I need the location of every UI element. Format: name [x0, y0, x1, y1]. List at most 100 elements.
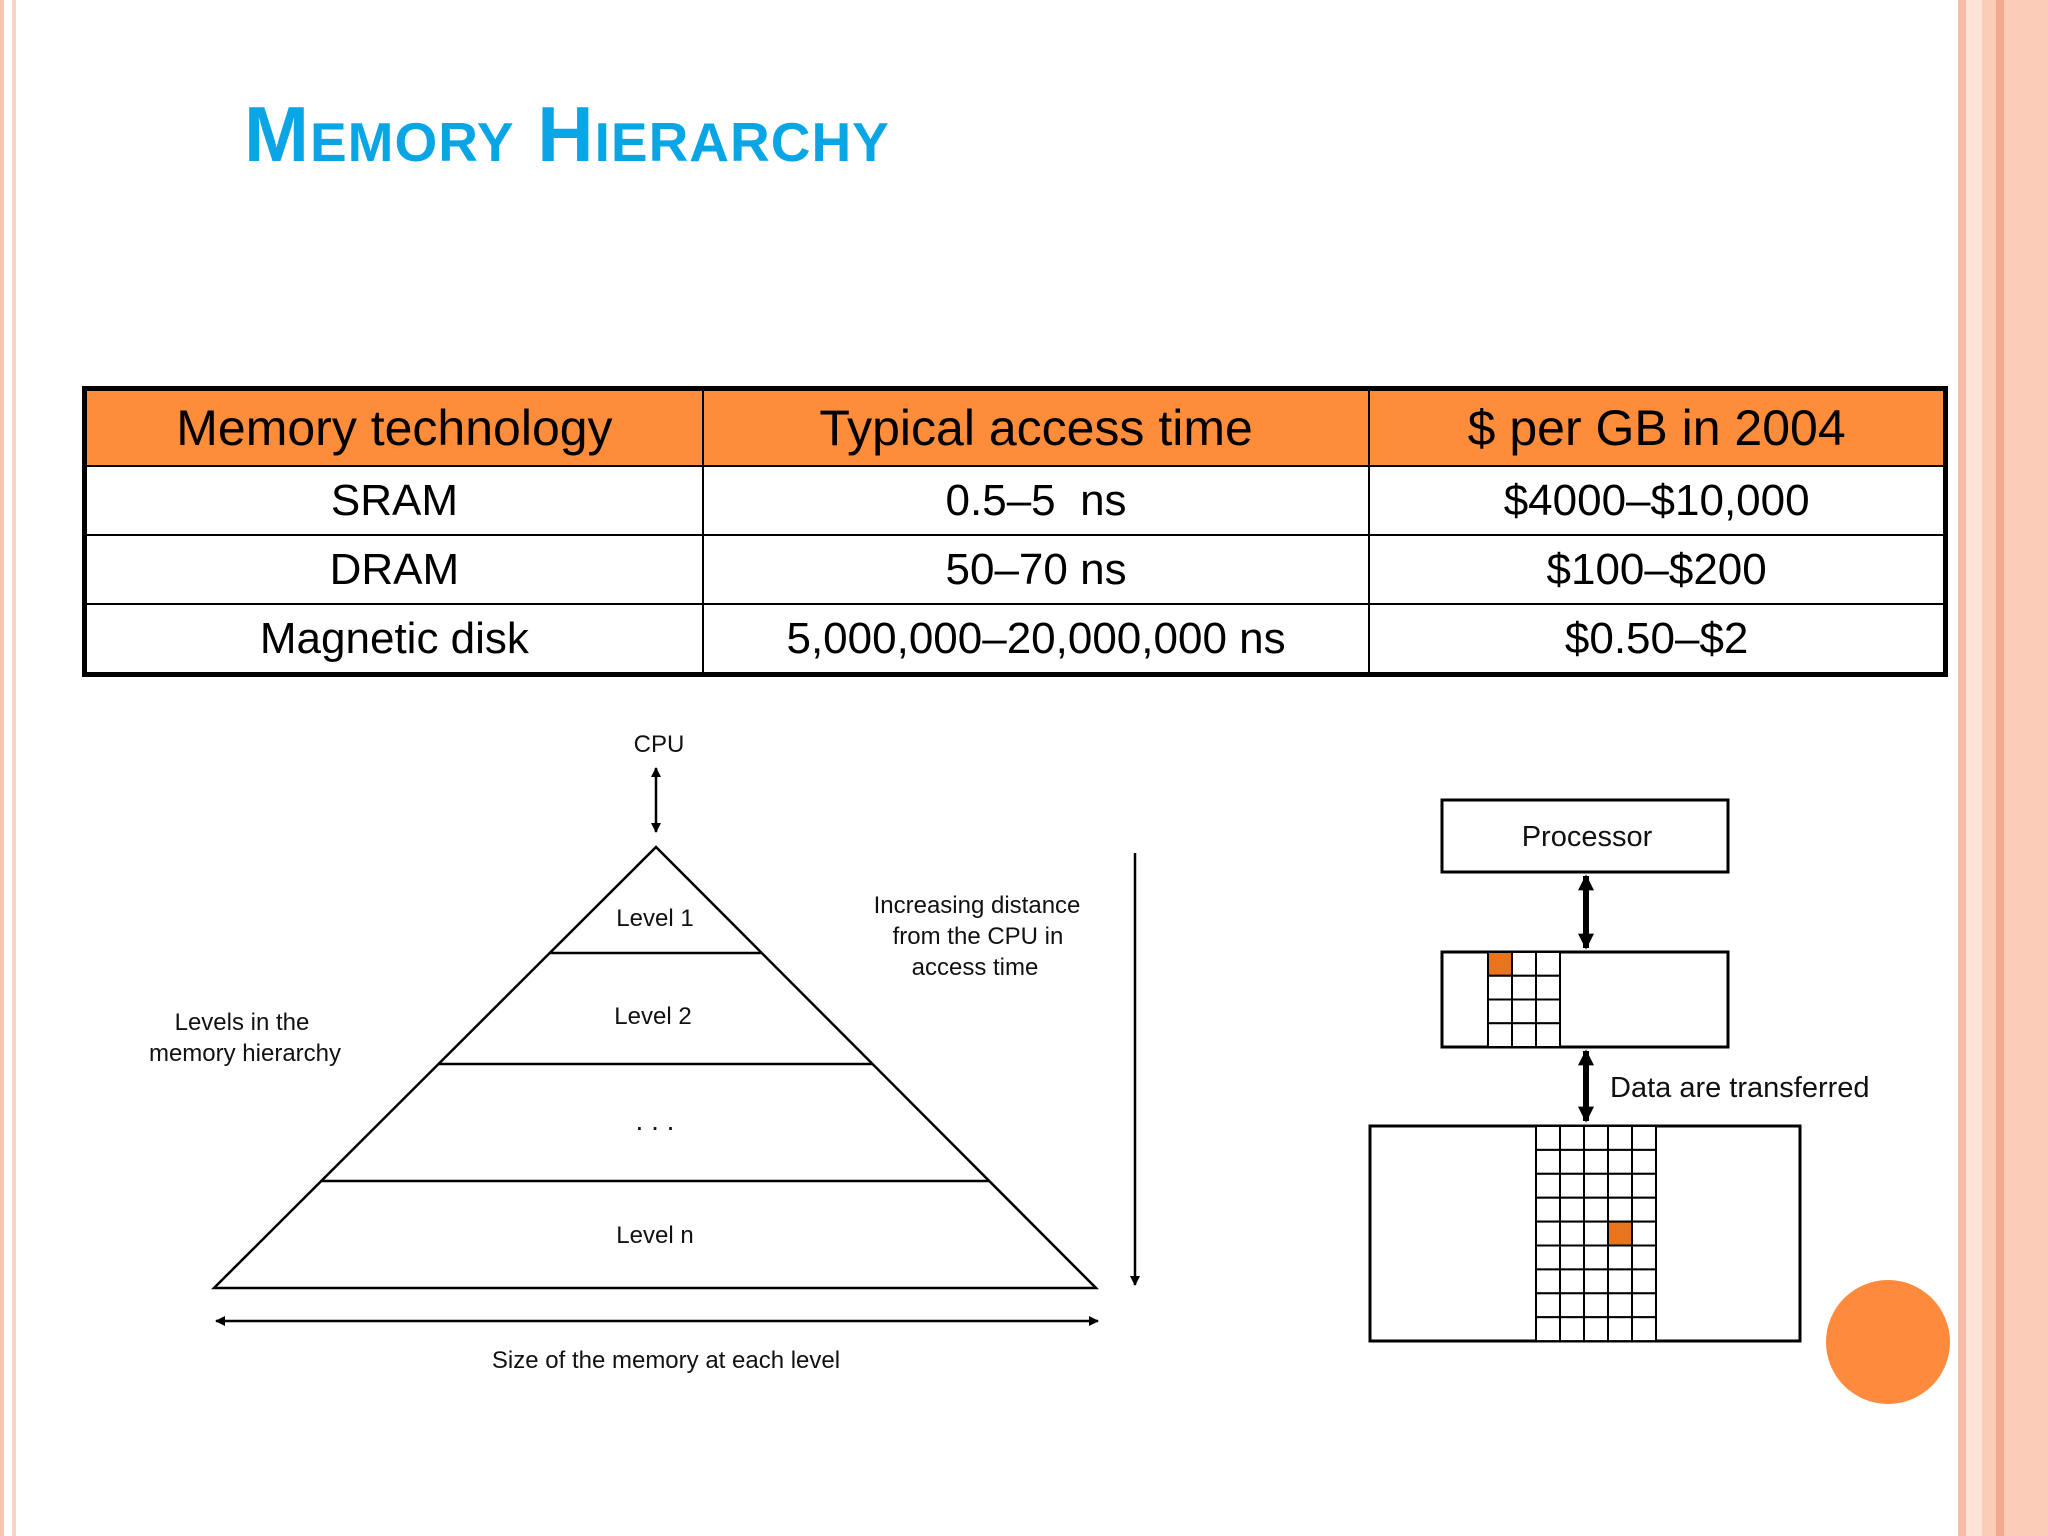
grid-cell [1511, 998, 1537, 1025]
highlighted-cell [1607, 1220, 1633, 1247]
cpu-label: CPU [634, 731, 685, 758]
grid-cell [1631, 1292, 1657, 1319]
grid-cell [1535, 1292, 1561, 1319]
grid-cell [1607, 1244, 1633, 1271]
grid-cell [1535, 1316, 1561, 1343]
grid-cell [1559, 1316, 1585, 1343]
cell-price: $100–$200 [1368, 534, 1947, 605]
grid-cell [1583, 1172, 1609, 1199]
grid-cell [1535, 951, 1561, 977]
grid-cell [1583, 1125, 1609, 1151]
grid-cell [1607, 1172, 1633, 1199]
grid-cell [1607, 1196, 1633, 1223]
transfer-diagram: Processor Data are transferred [1368, 798, 1870, 1343]
transfer-label: Data are transferred [1610, 1072, 1870, 1104]
grid-cell [1631, 1172, 1657, 1199]
lower-block-grid [1535, 1125, 1657, 1343]
grid-cell [1487, 974, 1513, 1001]
grid-cell [1487, 998, 1513, 1025]
grid-cell [1535, 1125, 1561, 1151]
grid-cell [1559, 1125, 1585, 1151]
distance-caption-line1: Increasing distance [874, 892, 1081, 919]
header-price-per-gb: $ per GB in 2004 [1368, 387, 1947, 467]
cell-technology: SRAM [83, 465, 704, 536]
grid-cell [1583, 1268, 1609, 1295]
pyramid-diagram: CPU Level 1 Level 2 . . . Level n Levels… [149, 731, 1140, 1374]
grid-cell [1631, 1196, 1657, 1223]
cell-price: $4000–$10,000 [1368, 465, 1947, 536]
right-border-stripe-dark [1996, 0, 2004, 1536]
slide-title: Memory Hierarchy [244, 90, 890, 178]
right-border-band [1982, 0, 2048, 1536]
grid-cell [1607, 1316, 1633, 1343]
grid-cell [1535, 974, 1561, 1001]
upper-memory-block [1440, 950, 1730, 1049]
size-caption: Size of the memory at each level [492, 1347, 840, 1374]
grid-cell [1631, 1244, 1657, 1271]
grid-cell [1559, 1268, 1585, 1295]
distance-caption-line3: access time [912, 954, 1039, 981]
grid-cell [1583, 1196, 1609, 1223]
grid-cell [1607, 1148, 1633, 1175]
grid-cell [1487, 1022, 1513, 1048]
table-header-row: Memory technology Typical access time $ … [83, 387, 1947, 467]
levels-caption-line2: memory hierarchy [149, 1040, 341, 1067]
processor-label: Processor [1522, 821, 1653, 853]
header-access-time: Typical access time [701, 387, 1371, 467]
grid-cell [1631, 1148, 1657, 1175]
grid-cell [1535, 1148, 1561, 1175]
cell-technology: Magnetic disk [83, 603, 704, 676]
grid-cell [1583, 1292, 1609, 1319]
grid-cell [1607, 1125, 1633, 1151]
level-1-label: Level 1 [616, 905, 693, 932]
grid-cell [1535, 1268, 1561, 1295]
grid-cell [1607, 1268, 1633, 1295]
grid-cell [1607, 1292, 1633, 1319]
grid-cell [1583, 1244, 1609, 1271]
grid-cell [1559, 1148, 1585, 1175]
grid-cell [1631, 1220, 1657, 1247]
grid-cell [1535, 1172, 1561, 1199]
distance-caption-line2: from the CPU in [893, 923, 1064, 950]
grid-cell [1511, 951, 1537, 977]
cell-access-time: 0.5–5 ns [701, 465, 1371, 536]
highlighted-cell [1487, 951, 1513, 977]
table-row: DRAM 50–70 ns $100–$200 [83, 534, 1947, 605]
grid-cell [1535, 1220, 1561, 1247]
decorative-orange-circle [1826, 1280, 1950, 1404]
grid-cell [1583, 1148, 1609, 1175]
processor-box [1440, 798, 1730, 874]
left-border-stripe-inner [12, 0, 16, 1536]
right-border-stripe [1958, 0, 1966, 1536]
cell-access-time: 50–70 ns [701, 534, 1371, 605]
ellipsis-label: . . . [636, 1105, 675, 1136]
header-memory-technology: Memory technology [83, 387, 704, 467]
upper-block-grid [1487, 951, 1561, 1048]
grid-cell [1559, 1292, 1585, 1319]
grid-cell [1511, 1022, 1537, 1048]
pyramid-outline [210, 845, 1100, 1290]
grid-cell [1583, 1316, 1609, 1343]
cell-access-time: 5,000,000–20,000,000 ns [701, 603, 1371, 676]
grid-cell [1631, 1316, 1657, 1343]
grid-cell [1535, 998, 1561, 1025]
cell-technology: DRAM [83, 534, 704, 605]
left-border-stripe [0, 0, 4, 1536]
memory-technology-table: Memory technology Typical access time $ … [82, 386, 1948, 677]
grid-cell [1583, 1220, 1609, 1247]
grid-cell [1559, 1172, 1585, 1199]
grid-cell [1559, 1244, 1585, 1271]
cell-price: $0.50–$2 [1368, 603, 1947, 676]
level-2-label: Level 2 [614, 1003, 691, 1030]
grid-cell [1535, 1196, 1561, 1223]
table-row: SRAM 0.5–5 ns $4000–$10,000 [83, 465, 1947, 536]
levels-caption-line1: Levels in the [175, 1009, 310, 1036]
grid-cell [1631, 1268, 1657, 1295]
grid-cell [1535, 1022, 1561, 1048]
table-row: Magnetic disk 5,000,000–20,000,000 ns $0… [83, 603, 1947, 676]
grid-cell [1511, 974, 1537, 1001]
right-border-stripe-light [1966, 0, 1982, 1536]
level-n-label: Level n [616, 1222, 693, 1249]
grid-cell [1535, 1244, 1561, 1271]
